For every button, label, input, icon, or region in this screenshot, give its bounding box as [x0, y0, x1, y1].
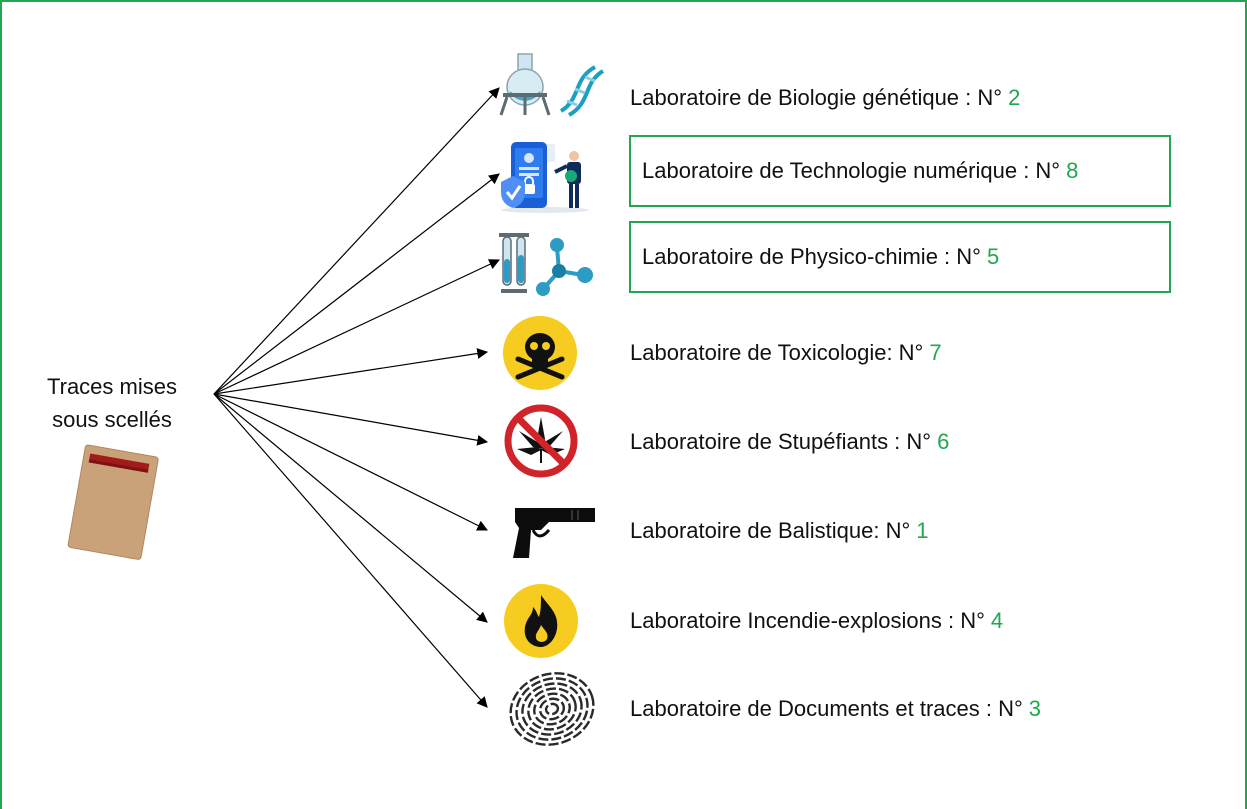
- pistol-icon: [513, 508, 595, 558]
- lab-number: 5: [986, 244, 1000, 269]
- arrow-to-lab-5: [213, 393, 489, 446]
- lab-number: 3: [1028, 696, 1042, 721]
- skull-crossbones-icon: [503, 316, 577, 390]
- lab-row-balistique: Laboratoire de Balistique: N° 1: [630, 507, 929, 555]
- source-label-line2: sous scellés: [52, 407, 172, 432]
- lab-row-stupefiants: Laboratoire de Stupéfiants : N° 6: [630, 418, 949, 466]
- arrow-to-lab-6: [213, 393, 488, 531]
- lab-number: 6: [937, 429, 950, 454]
- lab-number: 8: [1066, 158, 1079, 183]
- arrow-to-lab-2: [213, 173, 500, 395]
- lab-label: Laboratoire de Documents et traces : N°: [630, 696, 1023, 721]
- source-label: Traces mises sous scellés: [32, 370, 192, 436]
- test-tubes-molecule-icon: [499, 233, 593, 296]
- fingerprint-icon: [509, 672, 595, 746]
- source-label-line1: Traces mises: [47, 374, 177, 399]
- lab-row-incendie-explosions: Laboratoire Incendie-explosions : N° 4: [630, 597, 1003, 645]
- lab-label: Laboratoire de Balistique: N°: [630, 518, 911, 543]
- lab-label: Laboratoire de Biologie génétique : N°: [630, 85, 1003, 110]
- flask-dna-icon: [499, 53, 605, 117]
- lab-label: Laboratoire de Technologie numérique : N…: [642, 158, 1061, 183]
- lab-row-documents-traces: Laboratoire de Documents et traces : N° …: [630, 685, 1041, 733]
- lab-label: Laboratoire de Toxicologie: N°: [630, 340, 924, 365]
- lab-number: 4: [990, 608, 1004, 633]
- sealed-envelope-icon: [67, 444, 159, 560]
- lab-label: Laboratoire de Physico-chimie : N°: [642, 244, 981, 269]
- lab-row-physico-chimie: Laboratoire de Physico-chimie : N° 5: [629, 221, 1171, 293]
- no-cannabis-icon: [504, 404, 578, 478]
- lab-number: 7: [929, 340, 942, 365]
- phone-security-icon: [501, 142, 589, 213]
- lab-number: 1: [916, 518, 929, 543]
- arrow-to-lab-7: [213, 393, 488, 623]
- arrow-to-lab-3: [213, 259, 500, 395]
- lab-number: 2: [1008, 85, 1021, 110]
- lab-row-technologie-numerique: Laboratoire de Technologie numérique : N…: [629, 135, 1171, 207]
- lab-label: Laboratoire de Stupéfiants : N°: [630, 429, 932, 454]
- fire-icon: [504, 584, 578, 658]
- lab-row-toxicologie: Laboratoire de Toxicologie: N° 7: [630, 329, 942, 377]
- arrow-to-lab-4: [213, 348, 489, 395]
- arrow-to-lab-8: [213, 393, 488, 708]
- lab-label: Laboratoire Incendie-explosions : N°: [630, 608, 985, 633]
- arrow-to-lab-1: [213, 87, 500, 395]
- lab-row-biologie-genetique: Laboratoire de Biologie génétique : N° 2: [630, 74, 1020, 122]
